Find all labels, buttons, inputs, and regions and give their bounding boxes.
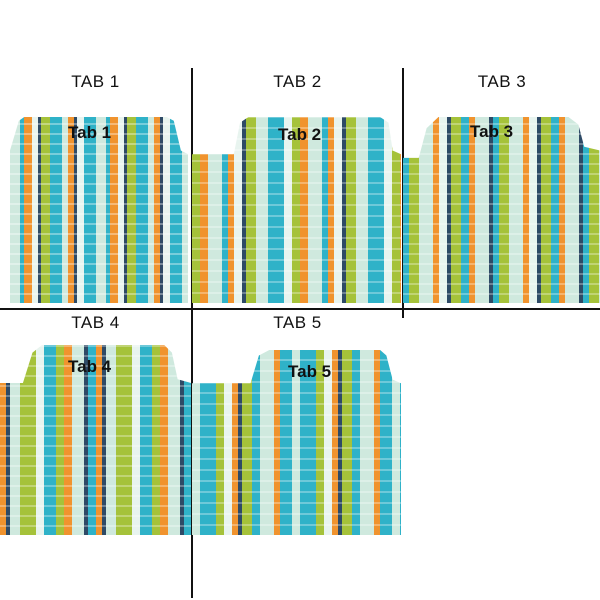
cell-caption-tab3: TAB 3 <box>477 72 527 91</box>
pattern-stripes <box>403 117 600 303</box>
tab-label-4: Tab 4 <box>68 357 112 376</box>
pattern-waves <box>403 117 600 303</box>
pattern-waves <box>10 117 188 303</box>
pattern-stripes <box>10 117 188 303</box>
tab-label-5: Tab 5 <box>288 362 332 381</box>
cell-caption-tab5: TAB 5 <box>273 313 322 332</box>
pattern-waves <box>0 345 191 535</box>
tab-label-2: Tab 2 <box>278 125 322 144</box>
folder-tab4 <box>0 345 191 535</box>
pattern-stripes <box>0 345 191 535</box>
cell-caption-tab4: TAB 4 <box>71 313 120 332</box>
folder-tab3 <box>403 117 600 303</box>
grid-divider <box>0 308 600 310</box>
grid-divider <box>402 68 404 318</box>
grid-divider <box>191 68 193 598</box>
tab-label-1: Tab 1 <box>68 123 112 142</box>
cell-caption-tab1: TAB 1 <box>71 72 120 91</box>
folder-tab1 <box>10 117 188 303</box>
cell-caption-tab2: TAB 2 <box>273 72 322 91</box>
tab-label-3: Tab 3 <box>470 122 514 141</box>
